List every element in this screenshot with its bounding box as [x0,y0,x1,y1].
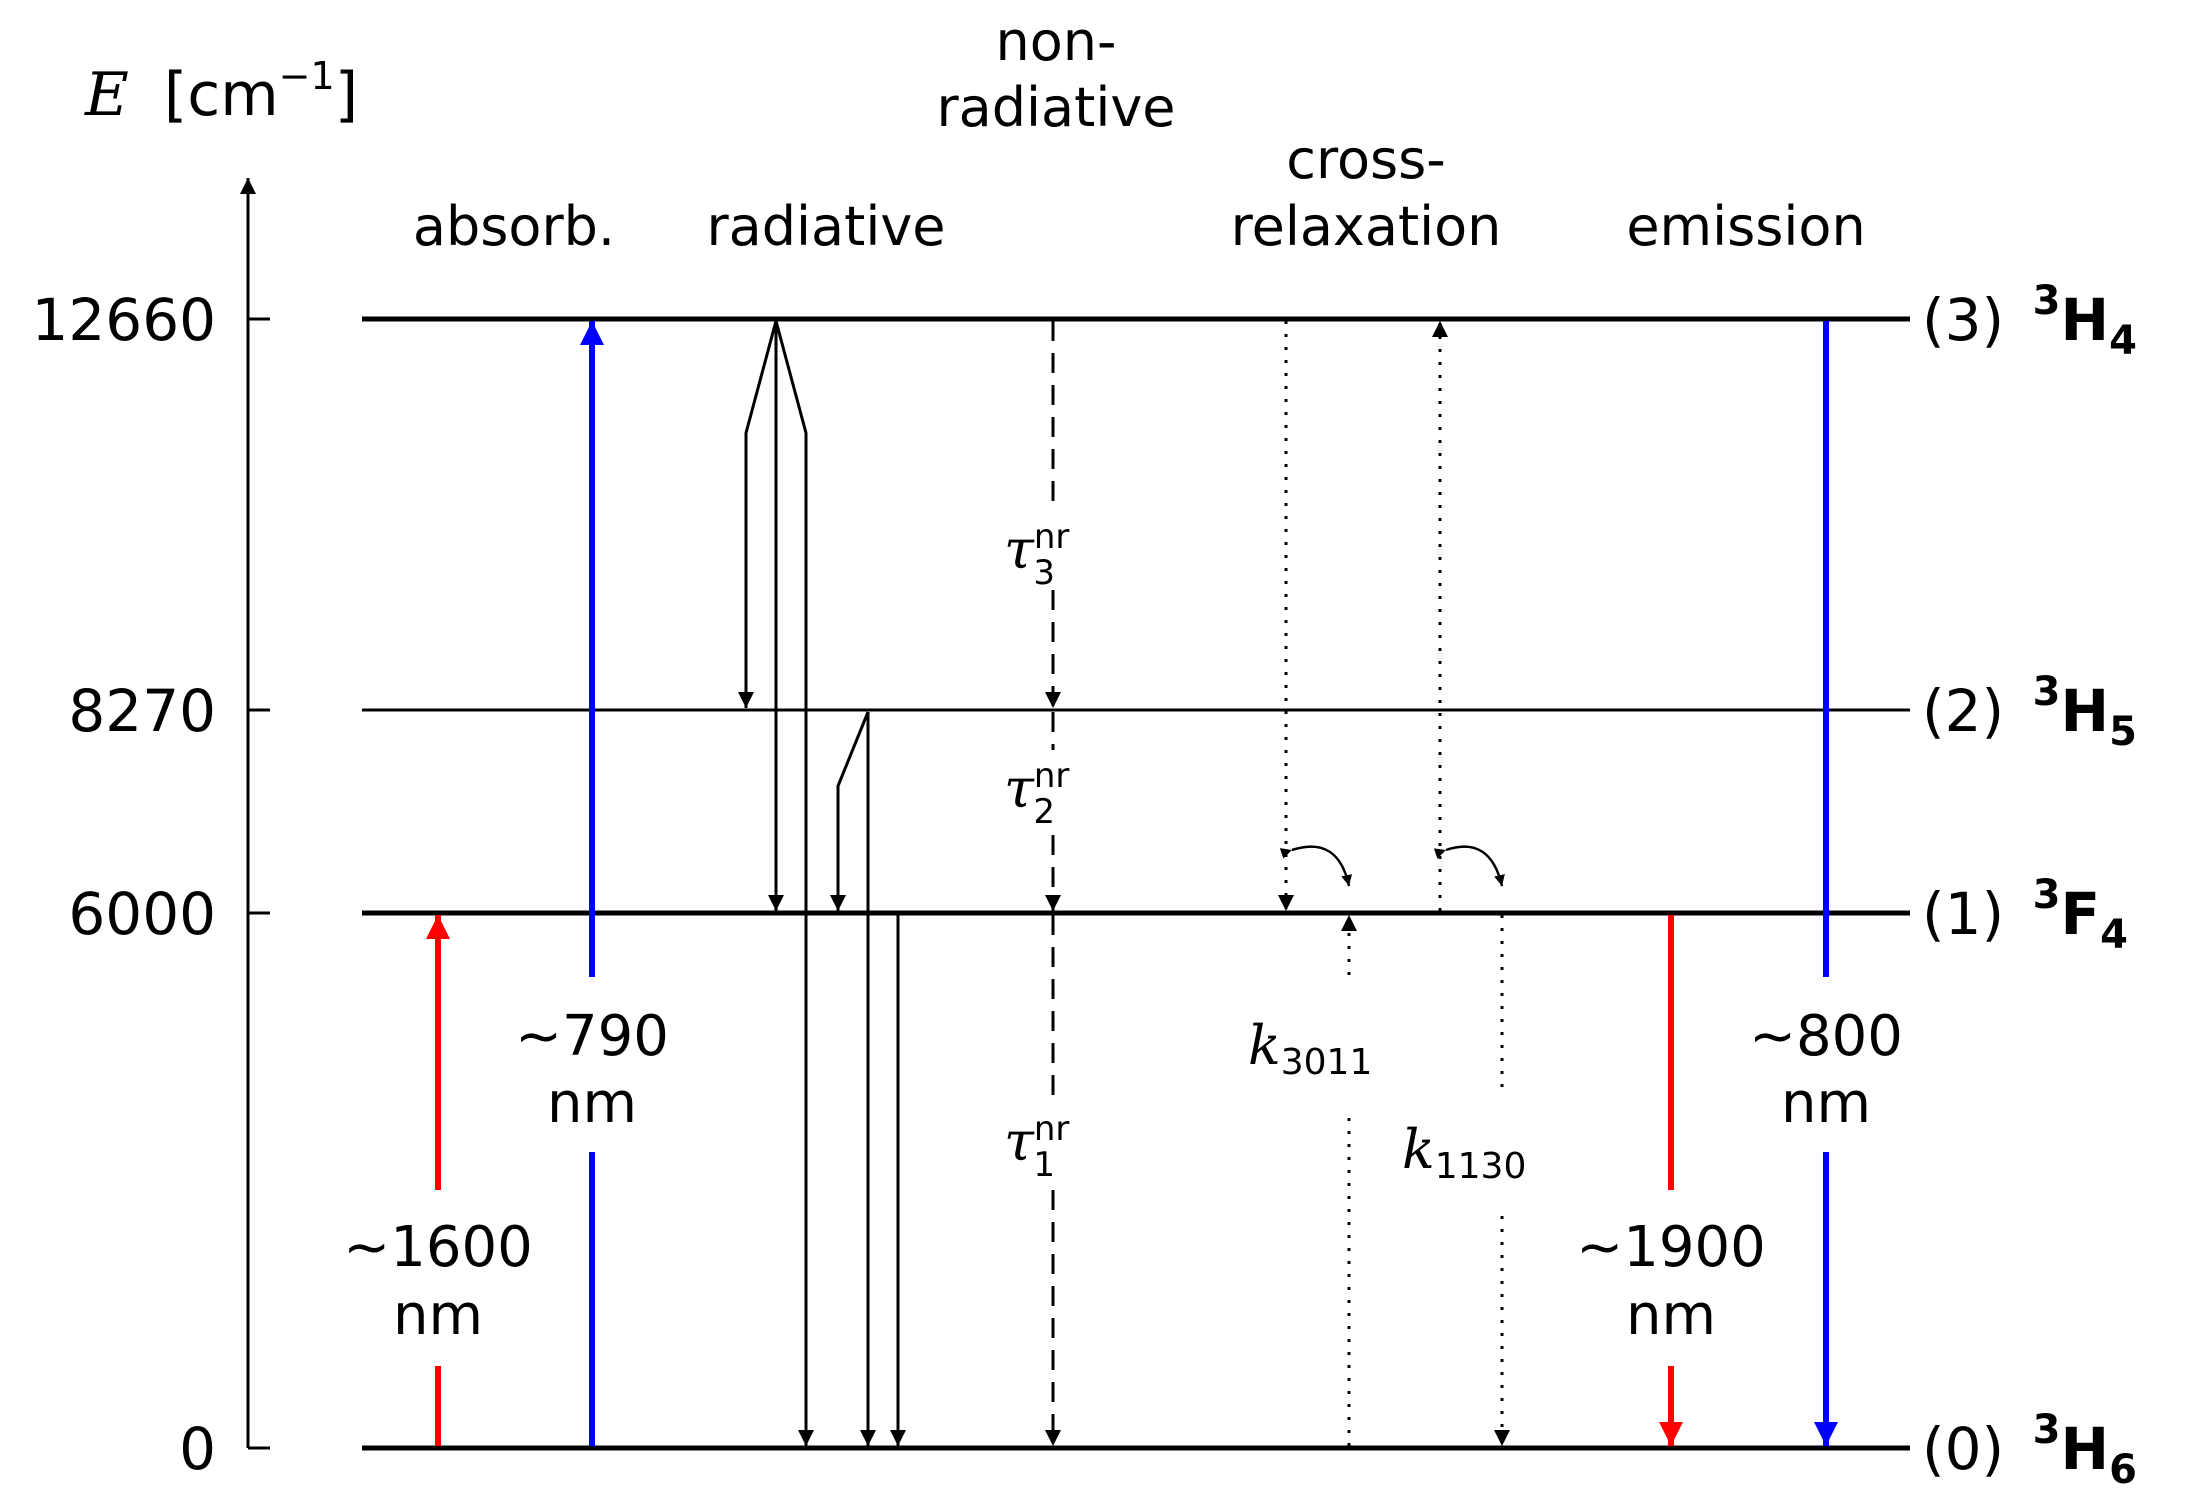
axis-label-exponent: −1 [279,54,335,98]
level-label-3H6: (0) 3H6 [1922,1407,2137,1493]
tick-label-6000: 6000 [68,880,216,948]
k3011-sub: 3011 [1281,1042,1373,1083]
tick-label-0: 0 [179,1415,216,1483]
label-emission-800-value: ∼800 [1749,1004,1903,1069]
level-mult-1: 3 [2033,872,2061,918]
tau3-symbol: τ [1004,518,1035,581]
tau1-sup: nr [1034,1109,1070,1149]
level-sub-1: 4 [2100,912,2128,958]
label-emission-1900-value: ∼1900 [1576,1215,1765,1280]
label-emission-800-unit: nm [1781,1071,1871,1136]
level-sub-2: 5 [2109,709,2137,755]
label-absorb-790-value: ∼790 [515,1004,669,1069]
arrow-k1130-coupling [1433,845,1505,887]
label-absorb-790-unit: nm [547,1071,637,1136]
level-mult-2: 3 [2033,669,2061,715]
label-absorb-1600-value: ∼1600 [343,1215,532,1280]
axis-label: E [cm−1] [84,54,358,130]
level-index-0: (0) [1922,1415,2004,1483]
header-nonrad-2: radiative [936,76,1175,139]
level-sub-3: 4 [2109,318,2137,364]
axis-label-bracket: ] [335,60,358,130]
k1130-sub: 1130 [1435,1146,1527,1187]
header-cross-2: relaxation [1231,195,1502,258]
header-radiative: radiative [706,195,945,258]
label-k3011: k3011 [1248,1014,1372,1083]
level-letter-0: H [2061,1415,2110,1483]
label-absorb-1600-unit: nm [393,1283,483,1348]
level-index-2: (2) [1922,677,2004,745]
k1130-symbol: k [1402,1118,1435,1181]
header-nonrad-1: non- [996,10,1117,73]
level-letter-2: H [2061,677,2110,745]
axis-label-unit: [cm [164,60,279,130]
tau3-sub: 3 [1033,553,1055,593]
tick-label-8270: 8270 [68,677,216,745]
level-label-3H4: (3) 3H4 [1922,278,2137,364]
tau2-sub: 2 [1033,792,1055,832]
arrow-radiative-3-to-2 [738,320,778,708]
label-k1130: k1130 [1402,1118,1526,1187]
axis-label-variable: E [84,60,129,130]
tau1-symbol: τ [1004,1110,1035,1173]
level-index-1: (1) [1922,880,2004,948]
arrow-radiative-3-to-0 [774,320,814,1446]
level-mult-0: 3 [2033,1407,2061,1453]
k3011-symbol: k [1248,1014,1281,1077]
label-emission-1900-unit: nm [1626,1283,1716,1348]
tau2-sup: nr [1034,756,1070,796]
arrow-k3011-coupling [1279,845,1353,887]
tau1-sub: 1 [1033,1145,1055,1185]
tick-label-12660: 12660 [31,286,216,354]
header-cross-1: cross- [1286,128,1446,191]
level-mult-3: 3 [2033,278,2061,324]
header-emission: emission [1626,195,1865,258]
level-label-3F4: (1) 3F4 [1922,872,2128,958]
tau3-sup: nr [1034,517,1070,557]
level-letter-3: H [2061,286,2110,354]
level-label-3H5: (2) 3H5 [1922,669,2137,755]
level-letter-1: F [2061,880,2101,948]
tau2-symbol: τ [1004,757,1035,820]
arrow-radiative-2-to-1 [830,711,870,911]
header-absorb: absorb. [413,195,615,258]
level-index-3: (3) [1922,286,2004,354]
level-sub-0: 6 [2109,1447,2137,1493]
